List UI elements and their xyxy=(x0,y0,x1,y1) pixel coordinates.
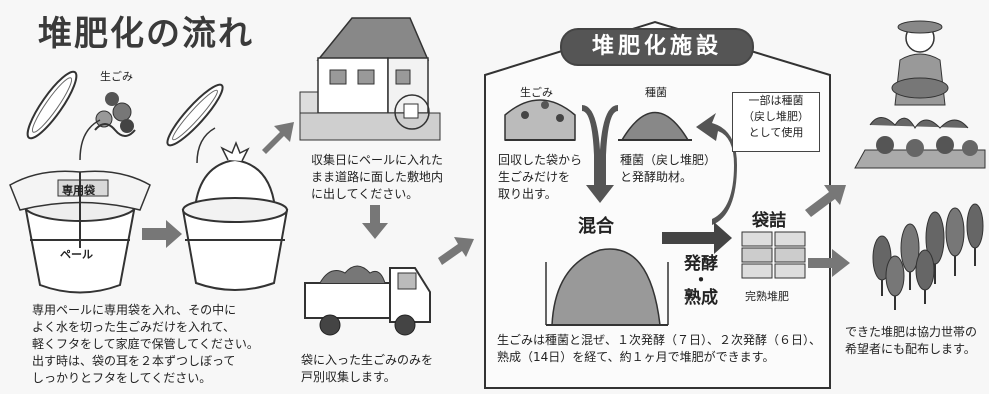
flow-arrow-6 xyxy=(808,249,850,277)
seed-compost-illustration xyxy=(618,111,692,141)
flow-arrow-down xyxy=(362,205,388,239)
lid-illustration-2 xyxy=(166,83,224,147)
bag-label: 専用袋 xyxy=(62,184,95,197)
return-arrow xyxy=(696,113,737,225)
compost-bags-illustration xyxy=(741,231,806,279)
mixing-pile-illustration xyxy=(545,248,669,326)
curved-arrow xyxy=(79,119,101,161)
flow-arrow-1 xyxy=(142,220,182,248)
facility-food-waste-label: 生ごみ xyxy=(520,86,553,99)
distribute-note: できた堆肥は協力世帯の 希望者にも配布します。 xyxy=(845,325,978,356)
pail-tied-bag-illustration xyxy=(181,140,289,291)
facility-food-waste-illustration xyxy=(504,99,576,141)
trees-illustration xyxy=(872,203,984,310)
process-note: 生ごみは種菌と混ぜ、１次発酵（７日）、２次発酵（６日）、 熟成（14日）を経て、… xyxy=(497,333,822,364)
garbage-truck-illustration xyxy=(304,265,431,336)
mix-label: 混合 xyxy=(578,216,614,237)
complete-compost-label: 完熟堆肥 xyxy=(745,290,789,303)
food-waste-label: 生ごみ xyxy=(100,70,133,83)
truck-note: 袋に入った生ごみのみを 戸別収集します。 xyxy=(301,353,434,384)
food-waste-illustration xyxy=(94,92,136,137)
flow-arrow-2 xyxy=(262,122,294,154)
merge-arrow xyxy=(582,105,618,203)
house-note: 収集日にペールに入れた まま道路に面した敷地内 に出してください。 xyxy=(311,153,444,201)
step1-note: 専用ペールに専用袋を入れ、その中に よく水を切った生ごみだけを入れて、 軽くフタ… xyxy=(32,303,259,385)
pail-with-bag-illustration xyxy=(9,170,151,294)
seed-label: 種菌 xyxy=(645,86,667,99)
lid-illustration-1 xyxy=(26,70,78,140)
flow-arrow-4 xyxy=(662,222,732,254)
page-title: 堆肥化の流れ xyxy=(38,14,254,54)
ferment-label: 発酵 ・ 熟成 xyxy=(684,254,718,308)
seed-reuse-note: 一部は種菌 （戻し堆肥） として使用 xyxy=(732,92,820,152)
flow-arrow-3 xyxy=(438,237,474,265)
curved-arrow-2 xyxy=(196,127,216,164)
remove-note: 回収した袋から 生ごみだけを 取り出す。 xyxy=(498,153,583,201)
house-illustration xyxy=(299,17,441,141)
bagging-label: 袋詰 xyxy=(752,211,786,231)
flow-arrow-5 xyxy=(805,185,846,217)
farmer-garden-illustration xyxy=(854,20,986,169)
pail-label: ペール xyxy=(60,248,93,261)
facility-title: 堆肥化施設 xyxy=(560,28,754,66)
seed-note: 種菌（戻し堆肥） と発酵助材。 xyxy=(620,153,717,184)
